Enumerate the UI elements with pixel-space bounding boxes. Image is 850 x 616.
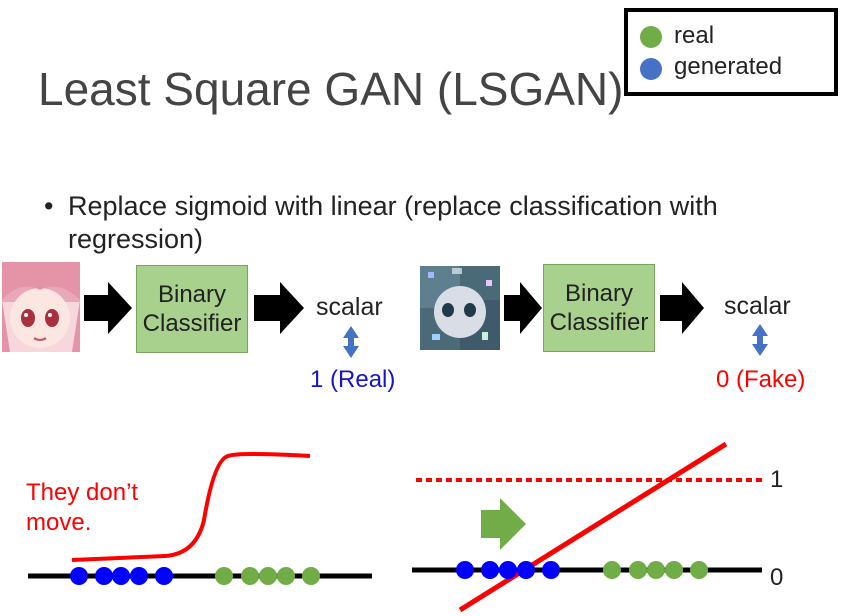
- classifier-label-right: Binary Classifier: [549, 280, 649, 336]
- bullet-point: • Replace sigmoid with linear (replace c…: [44, 190, 814, 256]
- linear-fit-line: [458, 441, 728, 613]
- level-zero-label: 0: [770, 564, 784, 591]
- scalar-label-right: scalar: [724, 292, 791, 320]
- level-one-label: 1: [770, 466, 784, 493]
- double-arrow-right: [752, 324, 768, 356]
- arrow-classifier-to-scalar-left: [254, 282, 304, 334]
- arrow-image-to-classifier-left: [84, 282, 132, 334]
- arrow-image-to-classifier-right: [504, 282, 542, 334]
- target-fake-label: 0 (Fake): [716, 366, 806, 393]
- generated-noisy-image: [420, 266, 500, 350]
- bullet-text: Replace sigmoid with linear (replace cla…: [68, 191, 718, 254]
- no-move-annotation: They don’t move.: [26, 479, 139, 536]
- right-real-points: [603, 561, 708, 579]
- legend-generated-dot: [640, 58, 662, 80]
- slide-title: Least Square GAN (LSGAN): [38, 63, 624, 115]
- sigmoid-curve: [71, 452, 311, 562]
- legend-generated-label: generated: [674, 53, 783, 80]
- bullet-marker: •: [44, 191, 54, 221]
- arrow-classifier-to-scalar-right: [660, 282, 704, 334]
- anime-girl-image: [2, 262, 80, 352]
- target-real-label: 1 (Real): [310, 366, 396, 393]
- move-arrow: [481, 498, 526, 550]
- classifier-label-left: Binary Classifier: [142, 281, 242, 337]
- double-arrow-left: [343, 326, 359, 358]
- legend-box: real generated: [624, 8, 838, 96]
- legend-real-dot: [640, 26, 662, 48]
- left-generated-points: [70, 567, 173, 585]
- legend-real-label: real: [674, 22, 715, 49]
- left-real-points: [215, 567, 320, 585]
- right-generated-points: [456, 561, 560, 579]
- classifier-box-right: Binary Classifier: [543, 264, 655, 352]
- scalar-label-left: scalar: [316, 293, 383, 321]
- classifier-box-left: Binary Classifier: [136, 265, 248, 353]
